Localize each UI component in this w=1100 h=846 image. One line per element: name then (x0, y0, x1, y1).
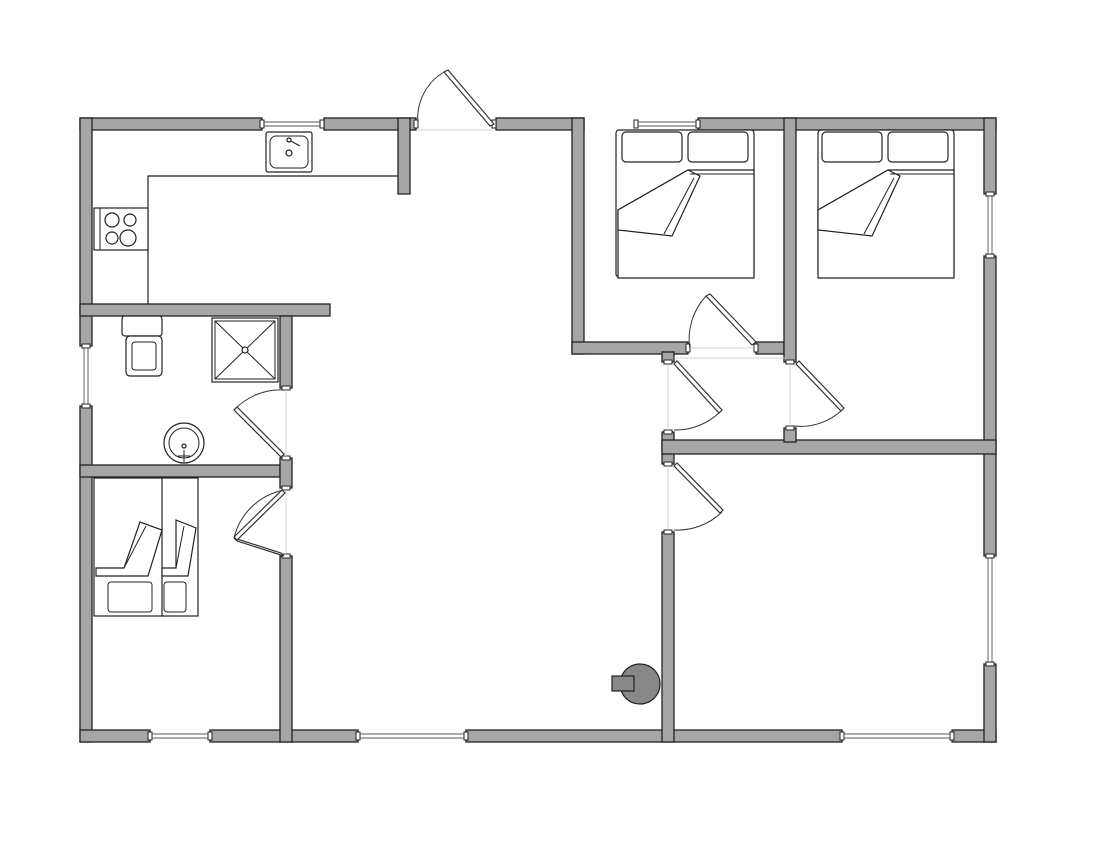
bunk-bed-icon (93, 477, 199, 617)
wall-bunk-east (279, 555, 293, 743)
wall-bath-east-top (279, 315, 293, 389)
small-bedroom (93, 477, 199, 617)
window-bedroom1-top (638, 121, 696, 127)
wall-kitchen-bath (79, 303, 331, 317)
wall-top-east (495, 117, 585, 131)
bedroom-1 (615, 129, 755, 279)
window-corner-room-right (987, 558, 993, 662)
kitchen-sink-icon (265, 131, 313, 173)
door-bunk-room[interactable] (233, 489, 287, 557)
door-corner-room[interactable] (667, 462, 724, 531)
wall-bedroom1-west (571, 117, 585, 355)
door-bedroom-1[interactable] (688, 293, 757, 351)
walls (79, 117, 997, 743)
wall-bath-bunk (79, 464, 281, 478)
wall-between-bedrooms (783, 117, 797, 363)
wall-top-bedrooms (697, 117, 997, 131)
door-bathroom[interactable] (233, 389, 287, 458)
wall-right-top (983, 117, 997, 195)
toilet-icon (121, 315, 163, 377)
window-kitchen-top (264, 121, 320, 127)
kitchen-counter (147, 175, 398, 304)
double-bed-icon (615, 129, 755, 279)
wall-bottom-left (79, 729, 151, 743)
window-corner-room-bottom (844, 733, 950, 739)
kitchen (93, 131, 398, 304)
doors (233, 69, 845, 557)
wall-kitchen-stub (397, 117, 411, 195)
washbasin-icon (163, 422, 205, 464)
wall-hall-south (661, 439, 997, 455)
wall-top-west (79, 117, 263, 131)
door-bedroom-2[interactable] (789, 360, 845, 427)
wall-right-bottom (983, 663, 997, 743)
window-bathroom-left (83, 348, 89, 404)
wall-bedroom1-south-right (755, 341, 785, 355)
wall-end-caps (81, 119, 995, 741)
window-bunk-bottom (152, 733, 208, 739)
wall-bottom-mid (465, 729, 843, 743)
door-hallway-west[interactable] (667, 357, 786, 431)
wall-right-middle (983, 255, 997, 557)
bathroom (121, 315, 279, 464)
double-bed-icon (817, 129, 955, 279)
wall-left-lower (79, 405, 93, 743)
windows (83, 121, 993, 739)
shower-icon (211, 317, 279, 383)
window-living-bottom (360, 733, 464, 739)
cooktop-icon (93, 207, 149, 251)
window-bedroom2-right (987, 196, 993, 254)
door-entrance[interactable] (417, 69, 495, 131)
wood-stove-icon (611, 663, 661, 705)
bedroom-2 (817, 129, 955, 279)
wall-corner-room-west (661, 531, 675, 743)
wall-bath-east-mid (279, 457, 293, 489)
